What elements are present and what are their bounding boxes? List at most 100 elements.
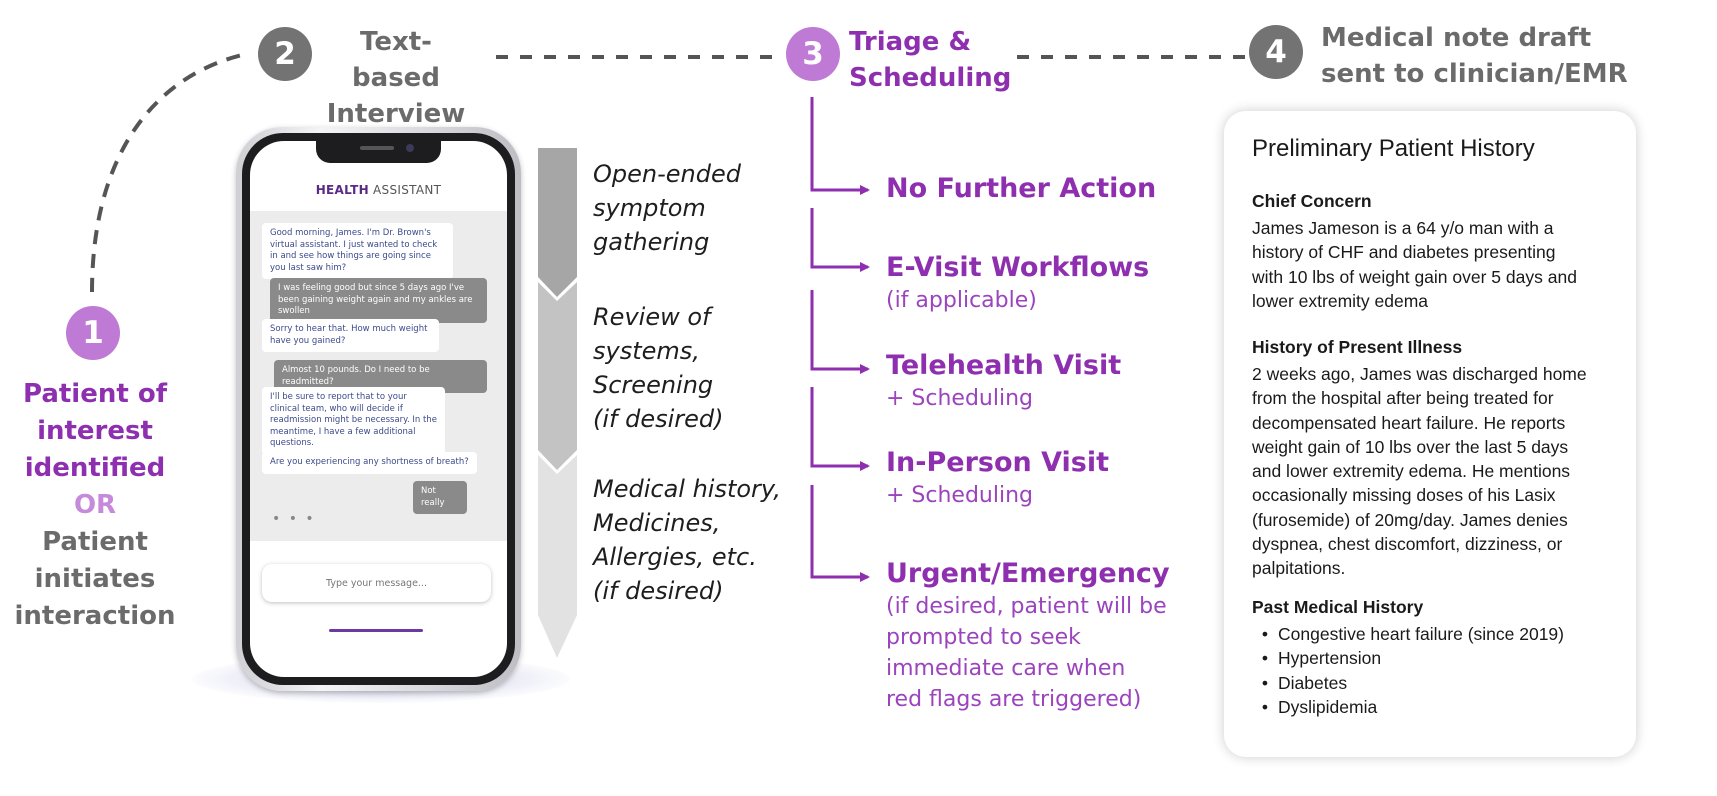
speaker-icon (360, 146, 394, 150)
or-label: OR (73, 490, 117, 520)
outcome-title: E-Visit Workflows (886, 252, 1150, 283)
triage-branches (810, 97, 870, 582)
section-body-hpi: 2 weeks ago, James was discharged home f… (1252, 362, 1622, 581)
phase-line: Review of (593, 303, 711, 331)
outcome-sub: immediate care when (886, 656, 1126, 681)
note-line: palpitations. (1252, 558, 1346, 579)
note-line: (furosemide) of 20mg/day. James denies (1252, 509, 1568, 530)
phase-line: Medical history, (593, 475, 781, 503)
step-4-circle: 4 (1249, 25, 1303, 79)
start-line: initiates (34, 564, 156, 594)
app-title-bold: HEALTH (315, 183, 369, 197)
chat-bubble-assistant: Are you experiencing any shortness of br… (262, 452, 477, 474)
note-line: with 10 lbs of weight gain over 5 days a… (1252, 266, 1577, 287)
camera-icon (406, 144, 414, 152)
section-heading-chief-concern: Chief Concern (1252, 191, 1372, 211)
app-title: HEALTH ASSISTANT (250, 183, 507, 197)
phone-screen: HEALTH ASSISTANT Good morning, James. I'… (250, 141, 507, 677)
chat-area[interactable]: Good morning, James. I'm Dr. Brown's vir… (250, 211, 507, 541)
step-4-label-line: Medical note draft (1321, 23, 1592, 53)
step-3-label: Triage & Scheduling (849, 24, 1011, 96)
note-line: from the hospital after being treated fo… (1252, 388, 1554, 409)
branch-1 (810, 97, 870, 195)
step-4-label: Medical note draft sent to clinician/EMR (1321, 20, 1628, 92)
list-item: •Hypertension (1261, 648, 1382, 669)
step-2-circle: 2 (258, 27, 312, 81)
outcome-title: Urgent/Emergency (886, 558, 1170, 589)
note-line: 2 weeks ago, James was discharged home (1252, 364, 1587, 384)
outcome-no-action: No Further Action (886, 172, 1156, 206)
phase-line: gathering (593, 228, 710, 256)
phase-line: symptom (593, 194, 706, 222)
outcome-sub: + Scheduling (886, 483, 1034, 508)
outcome-title: No Further Action (886, 173, 1157, 204)
note-line: occasionally missing doses of his Lasix (1252, 485, 1556, 506)
home-indicator (329, 629, 423, 632)
phase-arrow-segment-2 (538, 282, 577, 470)
outcome-urgent: Urgent/Emergency (if desired, patient wi… (886, 557, 1170, 715)
start-condition: Patient of interest identified OR Patien… (0, 376, 190, 635)
list-item: •Dyslipidemia (1261, 696, 1378, 717)
step-1-circle: 1 (66, 306, 120, 360)
note-line: dyspnea, chest discomfort, dizziness, or (1252, 534, 1563, 555)
step-3-label-line: Triage & (849, 27, 972, 57)
step-3-circle: 3 (786, 27, 840, 81)
start-line: interest (37, 416, 153, 446)
chat-bubble-assistant: I'll be sure to report that to your clin… (262, 387, 445, 455)
phase-line: Medicines, (593, 509, 721, 537)
phase-note: (if desired) (593, 405, 724, 433)
outcome-title: In-Person Visit (886, 447, 1110, 478)
outcome-evisit: E-Visit Workflows (if applicable) (886, 251, 1149, 316)
list-item: •Congestive heart failure (since 2019) (1261, 624, 1564, 644)
branch-4 (810, 387, 870, 471)
outcome-telehealth: Telehealth Visit + Scheduling (886, 349, 1121, 414)
note-line: history of CHF and diabetes presenting (1252, 242, 1556, 263)
note-line: weight gain of 10 lbs over the last 5 da… (1252, 436, 1569, 457)
message-input[interactable]: Type your message... (262, 564, 491, 602)
outcome-sub: (if desired, patient will be (886, 594, 1167, 619)
phase-line: Allergies, etc. (593, 543, 757, 571)
phase-line: Open-ended (593, 160, 741, 188)
step-2-label-line: Interview (326, 99, 466, 129)
phase-arrow-segment-1 (538, 148, 577, 297)
outcome-in-person: In-Person Visit + Scheduling (886, 446, 1109, 511)
outcome-title: Telehealth Visit (886, 350, 1122, 381)
section-heading-hpi: History of Present Illness (1252, 337, 1463, 357)
phase-medical-history: Medical history, Medicines, Allergies, e… (593, 472, 781, 608)
step-3-label-line: Scheduling (849, 63, 1012, 93)
step-2-label-line: Text-based (352, 27, 440, 93)
start-line: interaction (14, 601, 176, 631)
note-line: and lower extremity edema. He mentions (1252, 461, 1571, 482)
pmh-list: •Congestive heart failure (since 2019) •… (1252, 622, 1564, 719)
phase-review-systems: Review of systems, Screening (if desired… (593, 300, 724, 436)
list-item: •Diabetes (1261, 672, 1348, 693)
start-line: Patient (42, 527, 148, 557)
phase-open-ended: Open-ended symptom gathering (593, 157, 741, 259)
app-title-rest: ASSISTANT (368, 183, 442, 197)
phone-bezel: HEALTH ASSISTANT Good morning, James. I'… (242, 133, 515, 685)
chat-bubble-patient: Not really (413, 481, 467, 514)
chat-bubble-assistant: Good morning, James. I'm Dr. Brown's vir… (262, 223, 453, 279)
note-line: lower extremity edema (1252, 290, 1429, 311)
outcome-sub: (if applicable) (886, 288, 1037, 313)
dashed-curve-1-2 (90, 53, 243, 293)
note-line: decompensated heart failure. He reports (1252, 412, 1566, 433)
phase-note: (if desired) (593, 577, 724, 605)
section-heading-pmh: Past Medical History (1252, 597, 1424, 617)
outcome-sub: prompted to seek (886, 625, 1081, 650)
start-line: identified (24, 453, 166, 483)
section-body-chief-concern: James Jameson is a 64 y/o man with a his… (1252, 216, 1622, 313)
branch-3 (810, 290, 870, 374)
note-card: Preliminary Patient History Chief Concer… (1224, 111, 1636, 757)
step-2-label: Text-based Interview (326, 24, 466, 132)
typing-indicator: • • • (272, 511, 316, 527)
phase-arrow-segment-3 (538, 455, 577, 658)
phase-line: systems, (593, 337, 700, 365)
branch-5 (810, 485, 870, 582)
chat-bubble-patient: I was feeling good but since 5 days ago … (270, 278, 487, 323)
phone-mockup: HEALTH ASSISTANT Good morning, James. I'… (236, 127, 521, 691)
note-title: Preliminary Patient History (1252, 135, 1535, 162)
chat-bubble-assistant: Sorry to hear that. How much weight have… (262, 319, 439, 352)
start-line: Patient of (22, 379, 168, 409)
